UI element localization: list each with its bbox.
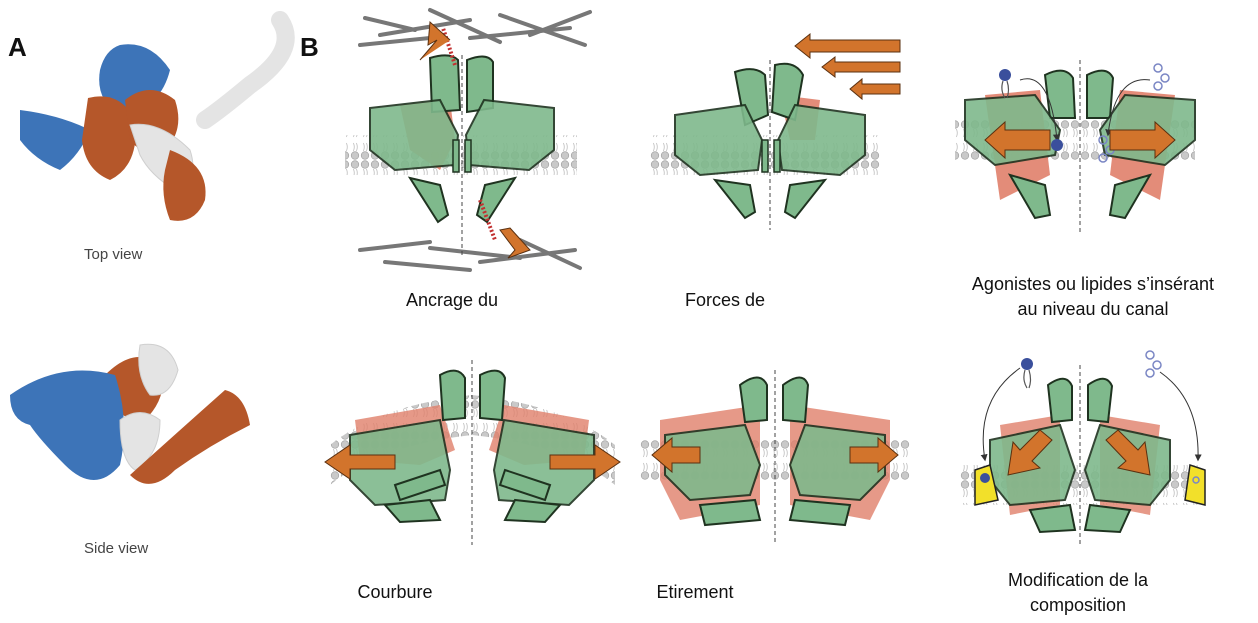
- diagram-curvature: [325, 360, 620, 545]
- caption-stretch: Etirement: [620, 580, 770, 605]
- caption-line: Agonistes ou lipides s’insérant: [938, 272, 1248, 297]
- caption-line: composition: [978, 593, 1178, 618]
- top-view-caption: Top view: [84, 246, 142, 263]
- caption-composition: Modification de la composition: [978, 568, 1178, 618]
- side-view-structure: [10, 344, 250, 484]
- caption-forces: Forces de: [650, 288, 800, 313]
- caption-line: Forces de: [650, 288, 800, 313]
- diagram-composition: [960, 351, 1205, 545]
- diagram-stretch: [640, 370, 910, 545]
- diagram-tether: [345, 10, 590, 270]
- caption-line: au niveau du canal: [938, 297, 1248, 322]
- caption-agonists: Agonistes ou lipides s’insérant au nivea…: [938, 272, 1248, 322]
- caption-tether: Ancrage du: [352, 288, 552, 313]
- extracellular-matrix: [360, 10, 590, 45]
- caption-line: Ancrage du: [352, 288, 552, 313]
- caption-line: Courbure: [320, 580, 470, 605]
- side-view-caption: Side view: [84, 540, 148, 557]
- caption-line: Etirement: [620, 580, 770, 605]
- diagram-forces: [650, 34, 900, 230]
- caption-curvature: Courbure: [320, 580, 470, 605]
- top-view-structure: [20, 20, 286, 221]
- caption-line: Modification de la: [978, 568, 1178, 593]
- diagram-agonists: [955, 60, 1195, 235]
- shear-arrows: [795, 34, 900, 99]
- cytoskeleton: [360, 240, 580, 270]
